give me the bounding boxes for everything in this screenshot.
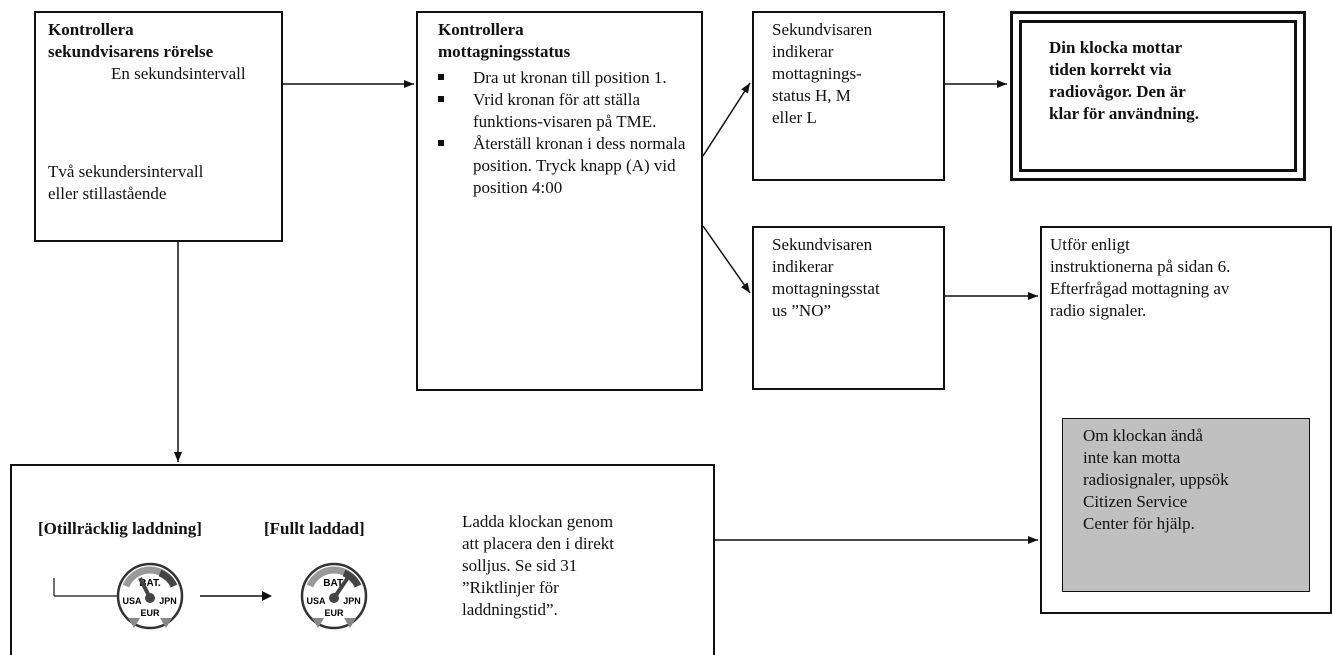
fully-charged-label: [Fullt laddad] [264,519,365,538]
service-center-text: Om klockan ändå inte kan motta radiosign… [1083,426,1229,533]
status-hml-text: Sekundvisaren indikerar mottagnings- sta… [772,20,873,127]
dial-jpn-label: JPN [159,596,177,606]
charging-instructions-text: Ladda klockan genom att placera den i di… [462,512,614,619]
dial-usa-label: USA [306,596,326,606]
status-title: Kontrollera mottagningsstatus [438,20,571,61]
two-second-interval-label: Två sekundersintervall eller stillaståen… [48,162,204,203]
dial-jpn-label: JPN [343,596,361,606]
arrow-status-to-no [702,225,751,294]
dial-bat-label: BAT. [139,578,161,589]
status-no-text: Sekundvisaren indikerar mottagningsstat … [772,235,880,320]
ready-box: Din klocka mottar tiden korrekt via radi… [1010,11,1306,181]
ready-inner-border: Din klocka mottar tiden korrekt via radi… [1019,20,1297,172]
status-hml-box: Sekundvisaren indikerar mottagnings- sta… [752,11,945,181]
status-steps-list: Dra ut kronan till position 1. Vrid kron… [438,67,696,199]
dial-usa-label: USA [122,596,142,606]
movement-title: Kontrollera sekundvisarens rörelse [48,20,214,61]
follow-instructions-box: Utför enligt instruktionerna på sidan 6.… [1040,226,1332,614]
arrow-status-to-hml [702,82,751,157]
status-step: Återställ kronan i dess normala position… [438,133,696,199]
charging-box: [Otillräcklig laddning] [Fullt laddad] L… [10,464,715,655]
movement-check-box: Kontrollera sekundvisarens rörelse En se… [34,11,283,242]
watch-dial-icon: BAT. USA JPN EUR [116,562,184,630]
dial-transition-arrow [200,591,272,601]
ready-text: Din klocka mottar tiden korrekt via radi… [1049,38,1200,123]
status-step: Dra ut kronan till position 1. [438,67,696,89]
dial-bat-label: BAT. [323,578,345,589]
watch-dial-icon: BAT. USA JPN EUR [300,562,368,630]
one-second-interval-label: En sekundsintervall [111,64,246,83]
service-center-box: Om klockan ändå inte kan motta radiosign… [1062,418,1310,592]
dial-eur-label: EUR [324,608,344,618]
reception-status-box: Kontrollera mottagningsstatus Dra ut kro… [416,11,703,391]
dial-eur-label: EUR [140,608,160,618]
status-step: Vrid kronan för att ställa funktions-vis… [438,89,696,133]
insufficient-charge-label: [Otillräcklig laddning] [38,519,202,538]
status-no-box: Sekundvisaren indikerar mottagningsstat … [752,226,945,390]
follow-instructions-text: Utför enligt instruktionerna på sidan 6.… [1050,235,1231,320]
